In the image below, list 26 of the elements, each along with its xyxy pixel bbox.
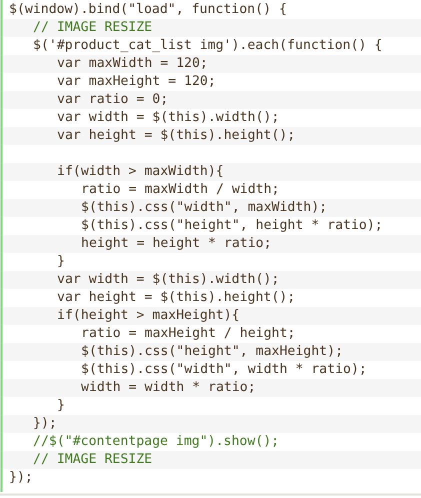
code-line: $(this).css("height", maxHeight); [81,343,344,361]
code-line: if(height > maxHeight){ [57,307,240,325]
code-line: $('#product_cat_list img').each(function() { [33,37,382,55]
code-line: $(this).css("width", width * ratio); [81,361,367,379]
code-line: ratio = maxWidth / width; [81,181,280,199]
code-line: var width = $(this).width(); [57,109,280,127]
code-line: // IMAGE RESIZE [33,451,152,469]
code-line: //$("#contentpage img").show(); [33,433,280,451]
code-line: var height = $(this).height(); [57,127,296,145]
code-line: var ratio = 0; [57,91,168,109]
code-line: } [57,253,65,271]
code-line: width = width * ratio; [81,379,256,397]
code-line: } [57,397,65,415]
code-line: // IMAGE RESIZE [33,19,152,37]
code-line: $(window).bind("load", function() { [9,1,287,19]
code-line: if(width > maxWidth){ [57,163,224,181]
code-line: var maxHeight = 120; [57,73,216,91]
code-line: $(this).css("height", height * ratio); [81,217,383,235]
code-line: }); [33,415,57,433]
code-line: height = height * ratio; [81,235,272,253]
code-line: }); [9,469,33,487]
code-line: $(this).css("width", maxWidth); [81,199,328,217]
code-line: var width = $(this).width(); [57,271,280,289]
code-line: var height = $(this).height(); [57,289,296,307]
code-line: var maxWidth = 120; [57,55,208,73]
code-line: ratio = maxHeight / height; [81,325,296,343]
